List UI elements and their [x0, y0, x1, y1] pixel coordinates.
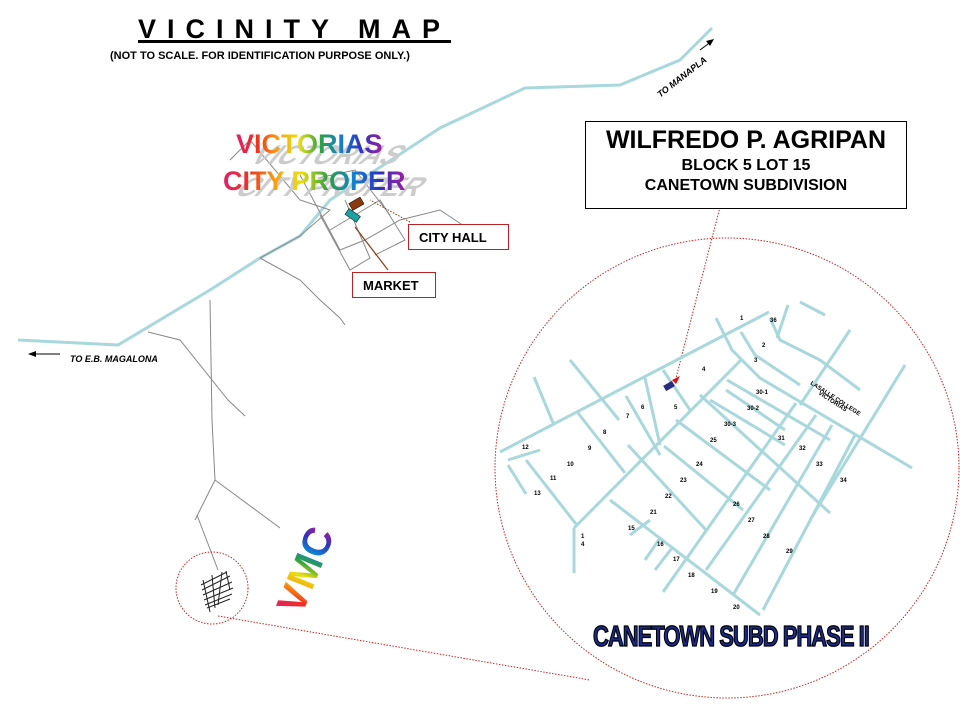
market-label: MARKET: [352, 272, 436, 298]
page-title: VICINITY MAP: [138, 14, 452, 44]
lot-label: 12: [522, 445, 529, 451]
lot-label: 2: [762, 343, 766, 349]
lot-label: 30-1: [756, 390, 769, 396]
lot-label: 34: [840, 478, 847, 484]
main-highway: [17, 26, 714, 347]
lot-label: 10: [567, 462, 574, 468]
to-eb-magalona-label: TO E.B. MAGALONA: [70, 354, 158, 364]
lot-label: 36: [770, 318, 777, 324]
lot-label: 24: [696, 462, 703, 468]
city-hall-pointer: [369, 199, 411, 223]
lot-label: 11: [550, 476, 557, 482]
market-marker: [344, 208, 361, 223]
lot-label: 7: [626, 414, 630, 420]
lot-label: 22: [665, 494, 672, 500]
lot-label: 15: [628, 526, 635, 532]
owner-lot-marker: [663, 380, 675, 392]
city-hall-label: CITY HALL: [408, 224, 509, 250]
page-subtitle: (NOT TO SCALE. FOR IDENTIFICATION PURPOS…: [110, 50, 410, 62]
lot-label: 23: [680, 478, 687, 484]
arrow-to-manapla-icon: [699, 39, 714, 51]
lot-label: 19: [711, 589, 718, 595]
lot-label: 29: [786, 549, 793, 555]
lot-label: 1: [740, 316, 744, 322]
lot-label: 9: [588, 446, 592, 452]
lot-label: 4: [702, 367, 706, 373]
city-name-line2: CITY PROPER: [223, 166, 406, 196]
lot-label: 30-3: [724, 422, 737, 428]
inset-circle: [494, 237, 960, 699]
lot-label: 6: [641, 405, 645, 411]
owner-lot: BLOCK 5 LOT 15: [681, 157, 811, 174]
owner-name: WILFREDO P. AGRIPAN: [605, 126, 887, 154]
zoom-callout-line: [217, 615, 591, 681]
lot-label: 32: [799, 446, 806, 452]
lot-label: 26: [733, 502, 740, 508]
city-name-line1: VICTORIAS: [236, 129, 383, 159]
owner-info-box: WILFREDO P. AGRIPAN BLOCK 5 LOT 15 CANET…: [585, 121, 907, 209]
lot-label: 31: [778, 436, 785, 442]
owner-subdivision: CANETOWN SUBDIVISION: [644, 177, 848, 194]
market-pointer: [354, 226, 389, 271]
lot-label: 16: [657, 542, 664, 548]
lot-label: 20: [733, 605, 740, 611]
subdivision-roads: [499, 300, 913, 617]
lot-label: 1: [581, 534, 585, 540]
lot-label: 30-2: [747, 406, 760, 412]
lot-label: 21: [650, 510, 657, 516]
lot-label: 33: [816, 462, 823, 468]
owner-lot-pointer-icon: [672, 376, 680, 384]
lot-label: 25: [710, 438, 717, 444]
lot-label: 18: [688, 573, 695, 579]
lot-label: 27: [748, 518, 755, 524]
lot-label: 3: [754, 358, 758, 364]
vmc-compound: [200, 570, 234, 613]
vmc-highlight-circle: [175, 551, 249, 625]
lot-label: 4: [581, 542, 585, 548]
lot-label: 13: [534, 491, 541, 497]
lot-label: 5: [674, 405, 678, 411]
city-hall-marker: [348, 196, 365, 211]
canetown-phase-label: CANETOWN SUBD PHASE II: [593, 619, 871, 653]
lot-label: 28: [763, 534, 770, 540]
lot-label: 17: [673, 557, 680, 563]
minor-roads: [147, 139, 506, 571]
lot-label: 8: [603, 430, 607, 436]
owner-callout-line: [675, 206, 721, 379]
arrow-to-eb-magalona-icon: [28, 351, 60, 357]
